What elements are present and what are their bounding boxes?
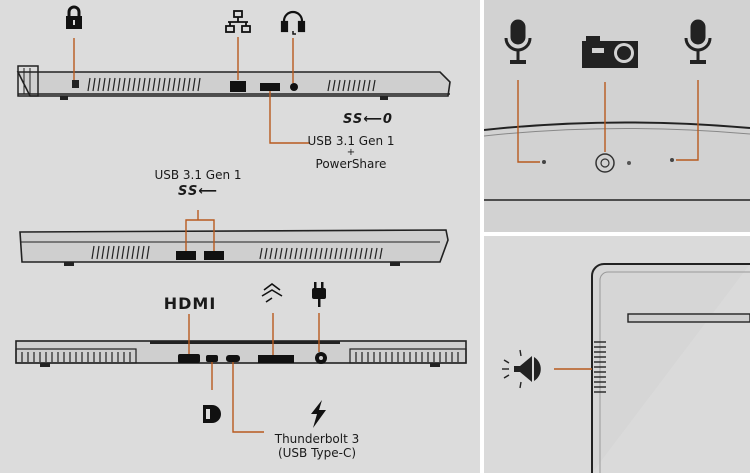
usb-powershare-line3: PowerShare xyxy=(315,157,387,172)
microphone-hole xyxy=(670,158,674,162)
microphone-icon xyxy=(684,19,712,64)
camera-icon xyxy=(582,36,638,68)
speaker-icon xyxy=(502,349,541,389)
ports-diagram-panel: SS⟵0 USB 3.1 Gen 1 + PowerShare USB 3.1 … xyxy=(0,0,480,473)
sd-card-icon xyxy=(261,283,283,303)
sd-card-slot xyxy=(258,355,294,363)
power-plug-icon xyxy=(312,282,326,307)
vent-grille xyxy=(21,352,459,362)
superspeed-usb-icon: SS⟵ xyxy=(178,184,218,199)
headset-jack xyxy=(290,83,298,91)
hdmi-icon: HDMI xyxy=(163,294,217,313)
callout-lines xyxy=(73,37,310,144)
usb-powershare-label: USB 3.1 Gen 1 + PowerShare xyxy=(296,134,406,172)
bezel-edge xyxy=(484,121,750,131)
headset-icon xyxy=(280,10,306,35)
usb-gen1-label: USB 3.1 Gen 1 xyxy=(154,168,242,182)
callout-lines xyxy=(185,210,215,251)
hinge-slot xyxy=(627,313,750,323)
lock-slot xyxy=(72,80,79,88)
thunderbolt-label: Thunderbolt 3 (USB Type-C) xyxy=(262,432,372,461)
speaker-grille xyxy=(594,341,606,393)
usb-powershare-line2: + xyxy=(346,147,356,159)
microphone-icon xyxy=(504,19,532,64)
front-bezel-panel xyxy=(484,0,750,232)
power-port-pin xyxy=(319,356,323,360)
speaker-diagram xyxy=(502,263,750,473)
superspeed-usb-icon: SS⟵0 xyxy=(343,112,393,127)
callout-lines xyxy=(517,80,699,163)
thunderbolt-line1: Thunderbolt 3 xyxy=(274,432,360,446)
displayport-port xyxy=(206,355,218,362)
speaker-panel xyxy=(484,236,750,473)
callout-lines xyxy=(188,313,320,433)
usb-port xyxy=(204,251,224,260)
chassis-bevel xyxy=(599,271,750,473)
hdmi-port xyxy=(178,354,200,363)
lock-icon xyxy=(66,5,82,29)
usb-port xyxy=(176,251,196,260)
thunderbolt-line2: (USB Type-C) xyxy=(277,446,357,461)
webcam-lens xyxy=(595,153,615,173)
vent-grille xyxy=(91,245,383,260)
laptop-back-side xyxy=(15,340,467,367)
ethernet-port xyxy=(230,81,246,92)
displayport-icon xyxy=(203,405,221,423)
bezel-edge-shadow xyxy=(484,127,750,137)
camera-status-light xyxy=(627,161,631,165)
chassis-corner xyxy=(591,263,750,473)
usb-port xyxy=(260,83,280,91)
laptop-left-side xyxy=(19,229,449,266)
thunderbolt-icon xyxy=(311,400,326,428)
front-bezel-diagram xyxy=(484,19,750,201)
vent-grille xyxy=(87,77,376,92)
usb-powershare-line1: USB 3.1 Gen 1 xyxy=(307,134,395,148)
ports-diagram xyxy=(15,5,467,433)
network-icon xyxy=(225,10,251,33)
thunderbolt-port xyxy=(226,355,240,362)
webcam-lens-inner xyxy=(600,158,610,168)
microphone-hole xyxy=(542,160,546,164)
